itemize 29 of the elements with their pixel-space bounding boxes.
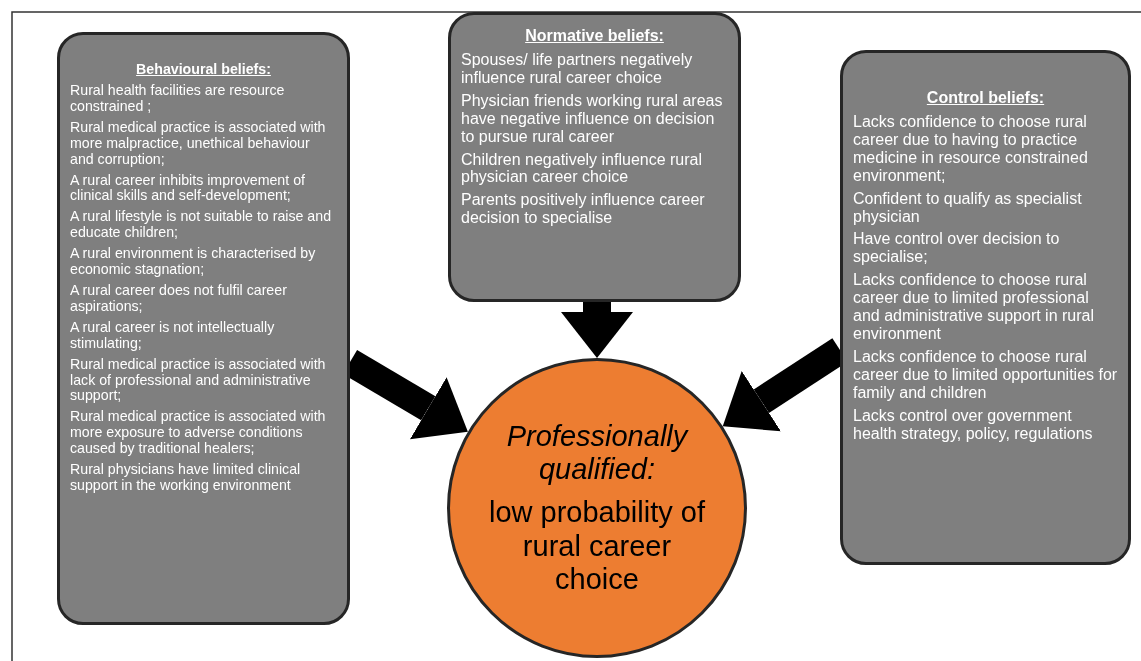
belief-text: Rural health facilities are resource constrained ; (70, 83, 286, 115)
belief-text: Rural physicians have limited clinical support in the working environment (70, 462, 302, 494)
belief-text: Confident to qualify as specialist physician (853, 189, 1083, 226)
panel-heading: Control beliefs: (925, 89, 1046, 107)
belief-text: Have control over decision to specialise; (853, 230, 1061, 267)
belief-text: A rural environment is characterised by economic stagnation; (70, 246, 317, 278)
belief-panel (57, 32, 350, 625)
belief-text: Rural medical practice is associated with more malpractice, unethical behaviour and corruption; (70, 119, 327, 168)
belief-text: Lacks control over government health strategy, policy, regulations (853, 406, 1094, 443)
belief-text: Lacks confidence to choose rural career due to limited professional and administrative support in rural environment (853, 271, 1095, 343)
belief-text: Rural medical practice is associated with lack of professional and administrative support; (70, 356, 327, 405)
arrow (561, 302, 633, 358)
belief-text: A rural career inhibits improvement of clinical skills and self-development; (70, 172, 306, 205)
belief-text: Lacks confidence to choose rural career due to limited opportunities for family and children (853, 347, 1118, 402)
belief-text: Parents positively influence career decision to specialise (461, 191, 706, 228)
belief-text: A rural lifestyle is not suitable to raise and educate children; (70, 209, 333, 242)
outcome-text: low probability of rural career choice (488, 496, 706, 597)
belief-panel (448, 12, 741, 302)
panel-heading: Normative beliefs: (524, 27, 665, 45)
outcome-heading: Professionally qualified: (505, 419, 690, 487)
belief-text: A rural career does not fulfil career aspirations; (70, 282, 288, 315)
belief-text: Physician friends working rural areas have negative influence on decision to pursue rural career (461, 91, 724, 146)
belief-text: Spouses/ life partners negatively influence rural career choice (461, 51, 694, 87)
belief-text: Rural medical practice is associated with more exposure to adverse conditions caused by traditional healers; (70, 409, 327, 458)
belief-text: A rural career is not intellectually stimulating; (70, 319, 276, 352)
panel-heading: Behavioural beliefs: (135, 61, 272, 77)
belief-text: Lacks confidence to choose rural career due to having to practice medicine in resource constrained environment; (853, 113, 1089, 185)
belief-text: Children negatively influence rural physician career choice (461, 150, 704, 187)
belief-panel (840, 50, 1131, 565)
